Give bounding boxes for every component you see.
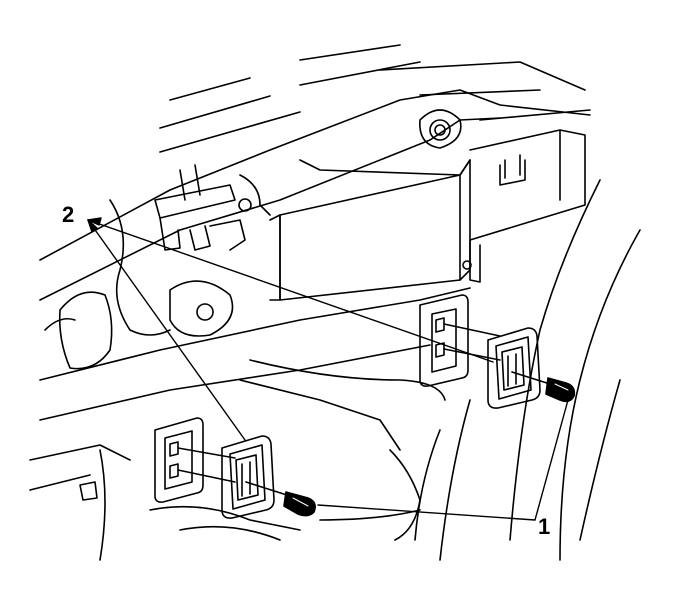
right-retainer [419, 294, 576, 409]
left-retainer [154, 417, 316, 519]
leader-2-to-left-clip [87, 219, 246, 441]
leader-1-to-right-bolt [534, 399, 569, 521]
lower-panel [29, 444, 421, 561]
leader-1-to-left-bolt [317, 504, 536, 521]
body-panel-lines [159, 44, 591, 153]
cross-member [39, 89, 591, 421]
mounting-bracket [269, 159, 471, 301]
leader-lines [87, 217, 569, 521]
side-trim [239, 179, 641, 561]
left-pad [44, 291, 113, 370]
arrowhead-2-right [87, 217, 102, 226]
callout-label-1: 1 [538, 514, 551, 539]
upper-clip-assembly [109, 164, 271, 337]
right-panel [462, 129, 586, 283]
leader-2-to-right-clip [87, 219, 494, 363]
arrowhead-2-left [87, 219, 98, 233]
callout-label-2: 2 [62, 202, 75, 227]
